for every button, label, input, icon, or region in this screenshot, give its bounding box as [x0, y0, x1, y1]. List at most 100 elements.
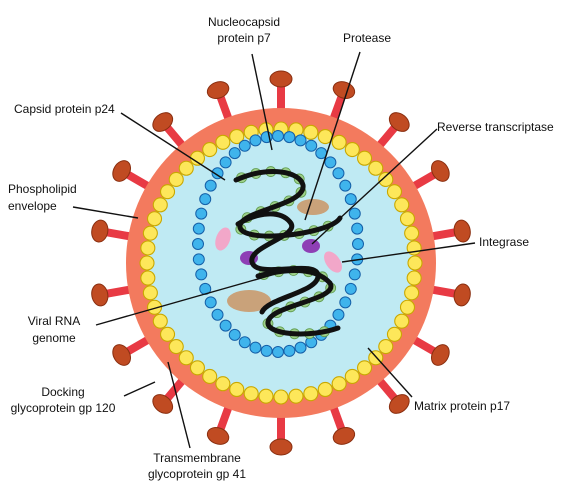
capsid-bead	[204, 179, 217, 192]
label-docking-line1: Docking	[41, 385, 84, 399]
matrix-bead	[178, 160, 194, 176]
capsid-bead	[192, 222, 205, 235]
spike-head	[388, 394, 410, 414]
capsid-bead	[192, 238, 204, 250]
capsid-bead	[211, 167, 224, 180]
capsid-bead	[324, 156, 337, 169]
capsid-bead	[344, 282, 357, 295]
matrix-bead	[368, 160, 384, 176]
label-matrix: Matrix protein p17	[414, 399, 510, 413]
spike-head	[269, 438, 293, 456]
matrix-bead	[344, 141, 360, 158]
spike-head	[206, 81, 230, 100]
matrix-bead	[404, 225, 420, 241]
spike-head	[332, 81, 356, 100]
matrix-bead	[140, 240, 156, 256]
matrix-bead	[273, 389, 289, 405]
viral-rna-genome	[235, 211, 321, 315]
matrix-bead	[378, 338, 394, 355]
capsid-bead	[228, 328, 241, 341]
capsid-bead	[238, 139, 251, 152]
matrix-bead	[139, 255, 155, 271]
capsid-interior	[155, 137, 407, 389]
capsid-bead	[260, 344, 273, 357]
matrix-bead	[152, 313, 168, 329]
matrix-bead	[386, 184, 403, 200]
matrix-bead	[146, 299, 163, 315]
label-capsid: Capsid protein p24	[14, 102, 115, 116]
matrix-bead	[189, 150, 206, 166]
leader-lines	[72, 51, 476, 449]
matrix-bead	[331, 376, 347, 392]
capsid-bead	[305, 139, 318, 152]
capsid-bead	[294, 134, 307, 147]
leader-transmembrane	[167, 361, 191, 449]
leader-viral-rna	[95, 268, 294, 326]
diagram-labels: Nucleocapsid protein p7 Protease Capsid …	[8, 15, 554, 481]
spike-head	[112, 160, 131, 182]
capsid-bead	[344, 193, 357, 206]
matrix-bead	[378, 171, 394, 188]
label-phospholipid-line2: envelope	[8, 199, 57, 213]
capsid-bead	[228, 147, 241, 160]
capsid-bead	[332, 308, 345, 321]
leader-matrix	[367, 347, 413, 398]
spike-head	[152, 112, 174, 132]
capsid-bead	[272, 346, 284, 358]
virion-interior	[215, 166, 343, 340]
rna-strand	[255, 267, 341, 337]
capsid-bead	[348, 268, 361, 281]
capsid-bead	[339, 179, 352, 192]
matrix-bead	[168, 338, 184, 355]
label-reverse-transcriptase: Reverse transcriptase	[437, 120, 554, 134]
label-phospholipid-line1: Phospholipid	[8, 182, 77, 196]
spike-head	[152, 394, 174, 414]
spike-head	[332, 426, 356, 445]
capsid-bead	[199, 193, 212, 206]
reverse-transcriptase-shape	[324, 251, 342, 273]
spike-head	[91, 219, 109, 243]
label-viral-rna-line1: Viral RNA	[28, 314, 80, 328]
label-nucleocapsid-line1: Nucleocapsid	[208, 15, 280, 29]
matrix-bead	[394, 197, 410, 213]
matrix-bead	[288, 388, 304, 404]
label-viral-rna-line2: genome	[32, 331, 76, 345]
protease-shape	[297, 199, 329, 215]
capsid-bead	[249, 134, 262, 147]
protease-shape	[227, 290, 271, 312]
matrix-bead	[404, 285, 420, 301]
label-nucleocapsid-line2: protein p7	[217, 31, 271, 45]
leader-protease	[304, 51, 361, 221]
matrix-bead	[189, 360, 206, 376]
matrix-bead	[159, 184, 176, 200]
capsid-bead	[192, 253, 205, 266]
capsid-bead	[352, 238, 364, 250]
capsid-bead	[294, 341, 307, 354]
spike-head	[431, 344, 450, 366]
spike-head	[388, 112, 410, 132]
capsid-bead	[348, 207, 361, 220]
matrix-bead	[215, 134, 231, 150]
label-docking-line2: glycoprotein gp 120	[11, 401, 116, 415]
matrix-bead	[331, 134, 347, 150]
integrase-shape	[302, 239, 320, 253]
label-transmembrane-line2: glycoprotein gp 41	[148, 467, 246, 481]
leader-phospholipid	[72, 206, 139, 219]
capsid-bead	[339, 296, 352, 309]
capsid-protein-beads	[192, 130, 364, 358]
matrix-bead	[146, 211, 163, 227]
leader-docking	[123, 381, 156, 397]
matrix-bead	[202, 368, 218, 385]
capsid-bead	[332, 167, 345, 180]
matrix-bead	[243, 386, 259, 402]
spike-head	[453, 283, 471, 307]
matrix-bead	[407, 255, 423, 271]
matrix-bead	[215, 376, 231, 392]
matrix-bead	[394, 313, 410, 329]
matrix-bead	[303, 386, 319, 402]
capsid-bead	[283, 131, 296, 144]
matrix-bead	[140, 270, 156, 286]
spike-head	[431, 160, 450, 182]
leader-reverse-transcriptase	[311, 128, 438, 245]
